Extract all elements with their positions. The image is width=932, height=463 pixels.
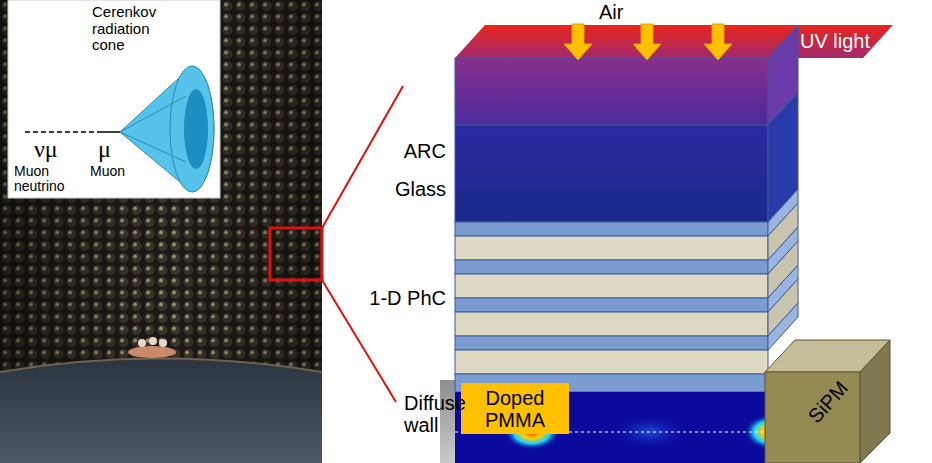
particle-label: Muon neutrino [14,164,84,195]
material-label: Doped PMMA [465,387,565,431]
detector-label: SiPM [803,376,851,426]
sipm-box [765,340,890,463]
detector-photo [0,0,322,463]
layer-label: Glass [380,178,446,200]
layer-label: ARC [400,140,446,162]
particle-label: Muon [90,164,125,179]
zoom-marker [270,86,403,402]
wall-label: Diffuse wall [404,392,452,436]
particle-symbol: μ [98,136,111,162]
layer-label: 1-D PhC [360,287,446,309]
cerenkov-inset [8,0,220,198]
medium-label: Air [599,1,623,23]
particle-symbol: νμ [34,136,58,162]
uv-arrows [564,24,732,60]
detector-box: SiPM [765,340,890,463]
diffuse-wall [440,380,780,463]
light-label: UV light [800,30,870,52]
layer-stack [455,25,893,392]
cone-label: Cerenkov radiation cone [92,4,172,54]
inset-box: Cerenkov radiation cone νμ μMuon neutrino M… [8,0,220,198]
material-box: Doped PMMA [461,383,569,434]
